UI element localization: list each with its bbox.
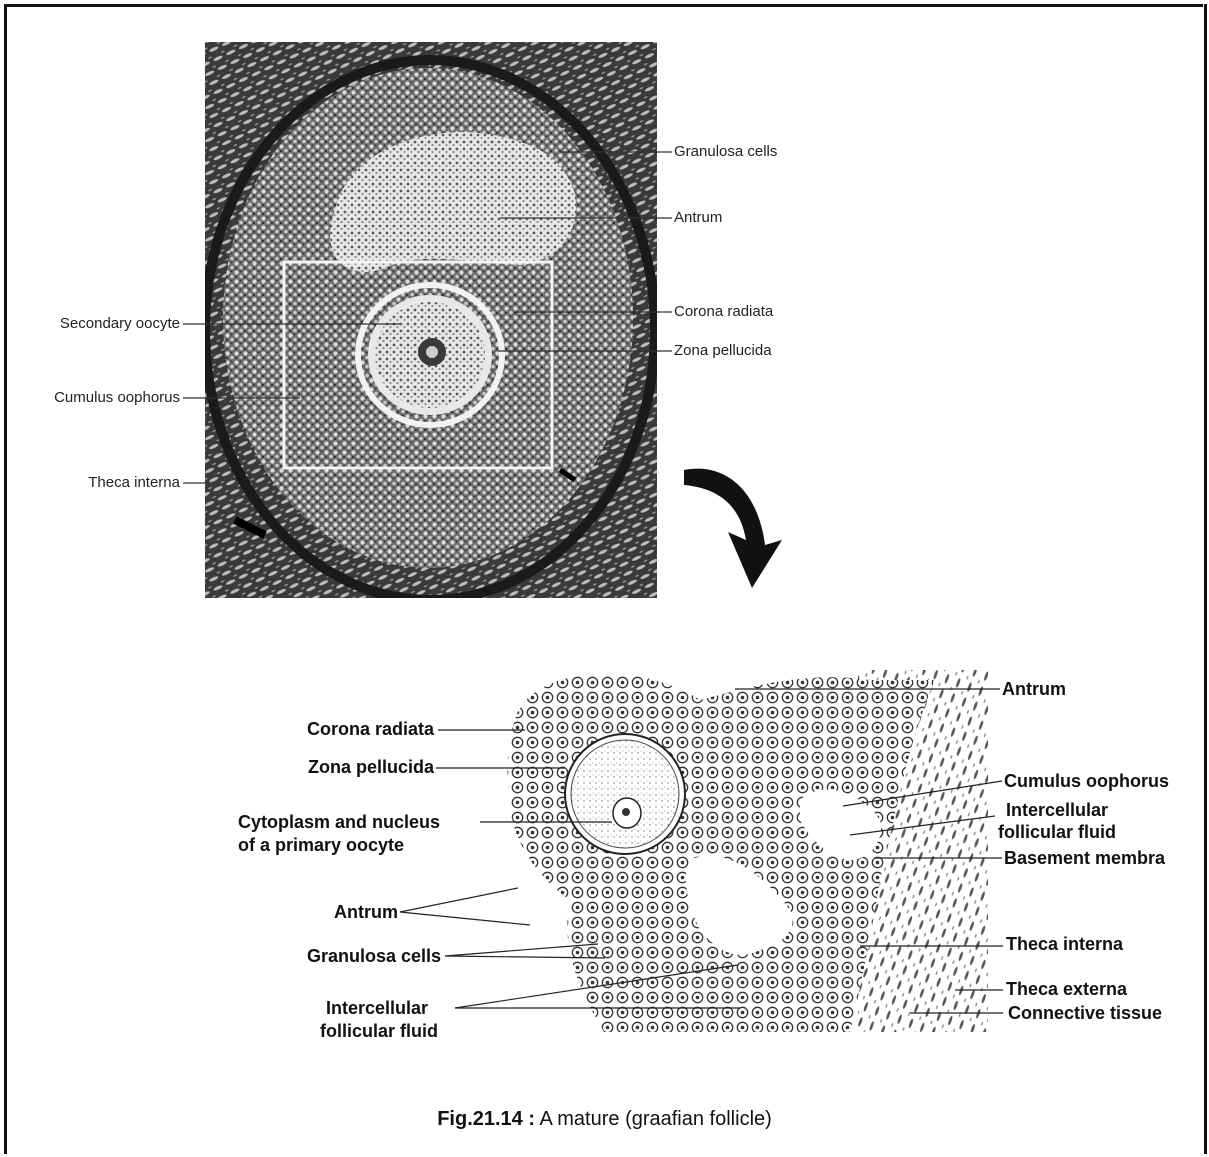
label-intercellular-right-line2: follicular fluid — [998, 822, 1116, 843]
label-secondary-oocyte: Secondary oocyte — [20, 316, 180, 332]
label-theca-interna-drawing: Theca interna — [1006, 934, 1123, 955]
label-granulosa-cells-drawing: Granulosa cells — [200, 946, 441, 967]
label-antrum-drawing-top: Antrum — [1002, 679, 1066, 700]
label-connective-tissue: Connective tissue — [1008, 1003, 1162, 1024]
label-zona-pellucida-drawing: Zona pellucida — [200, 757, 434, 778]
label-cumulus-oophorus-top: Cumulus oophorus — [20, 390, 180, 406]
label-zona-pellucida-top: Zona pellucida — [674, 343, 772, 359]
figure-caption-text: A mature (graafian follicle) — [539, 1108, 771, 1130]
label-antrum-drawing-left: Antrum — [200, 902, 398, 923]
label-granulosa-cells-top: Granulosa cells — [674, 144, 777, 160]
label-theca-interna-top: Theca interna — [20, 475, 180, 491]
follicle-drawing — [508, 670, 988, 1032]
label-cumulus-oophorus-drawing: Cumulus oophorus — [1004, 771, 1169, 792]
label-intercellular-left-line1: Intercellular — [200, 998, 428, 1019]
curved-arrow-icon — [684, 469, 782, 588]
label-intercellular-right-line1: Intercellular — [1006, 800, 1108, 821]
label-intercellular-left-line2: follicular fluid — [200, 1021, 438, 1042]
figure-caption: Fig.21.14 : A mature (graafian follicle) — [0, 1108, 1209, 1131]
label-antrum-top: Antrum — [674, 210, 722, 226]
follicle-micrograph — [205, 42, 657, 600]
label-corona-radiata-drawing: Corona radiata — [200, 719, 434, 740]
label-basement-membrane: Basement membra — [1004, 848, 1165, 869]
label-cytoplasm-line1: Cytoplasm and nucleus — [238, 812, 440, 833]
label-theca-externa: Theca externa — [1006, 979, 1127, 1000]
label-corona-radiata-top: Corona radiata — [674, 304, 773, 320]
figure-number: Fig.21.14 : — [437, 1108, 535, 1130]
label-cytoplasm-line2: of a primary oocyte — [238, 835, 404, 856]
